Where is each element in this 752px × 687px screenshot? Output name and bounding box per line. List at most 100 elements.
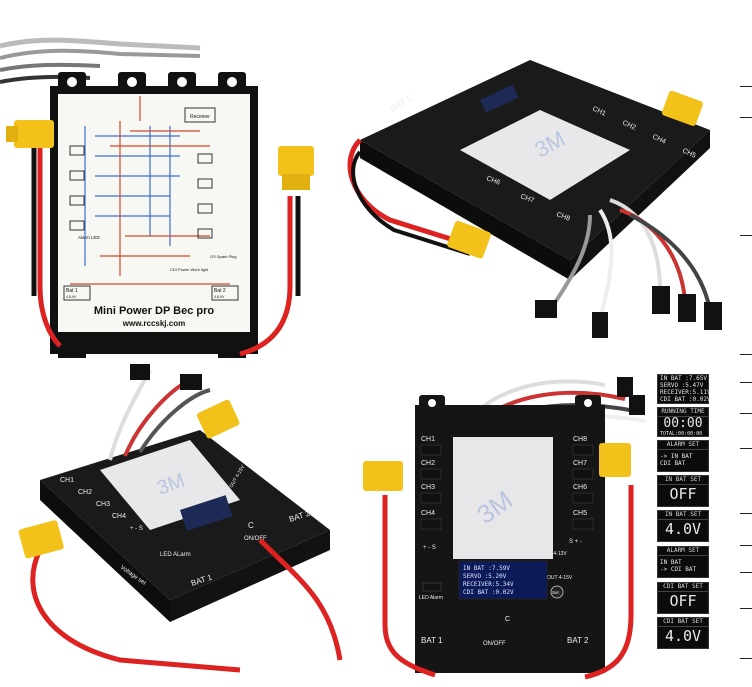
margin-tick: [740, 354, 752, 355]
red-wire: [30, 548, 241, 673]
screen-thumb-cdi-off: CDI BAT SET OFF: [657, 582, 709, 614]
screen-big: 00:00: [663, 416, 703, 431]
screen-thumb-cdi-4v: CDI BAT SET 4.0V: [657, 617, 709, 649]
screen-line: SERVO :5.47V: [660, 382, 704, 389]
c-label: C: [248, 521, 254, 530]
table-board-photo: 3M CH1 CH2 CH3 CH4 + - S LED ALarm Volta…: [18, 364, 343, 673]
on-off-label: ON/OFF: [244, 536, 267, 542]
margin-tick: [740, 608, 752, 609]
screen-header: RUNNING TIME: [658, 408, 708, 417]
lcd-screen: [180, 495, 233, 531]
screen-line: RECEIVER:5.11V: [660, 389, 711, 396]
led-alarm-label: LED ALarm: [160, 552, 191, 558]
lcd-screen: [458, 560, 548, 600]
on-off-label: ON/OFF: [483, 641, 506, 647]
in-label: IN 4-13V: [547, 551, 567, 557]
screen-line: IN BAT :7.65V: [660, 375, 707, 382]
lcd-line: IN BAT :7.59V: [463, 565, 510, 572]
screen-line: IN BAT: [660, 559, 682, 566]
xt60-connector-left: [447, 220, 491, 259]
bat1-label: BAT 1: [421, 636, 443, 645]
margin-tick: [740, 545, 752, 546]
screen-footer: TOTAL:00:00:00: [660, 431, 703, 437]
xt60-connector-right: [239, 146, 314, 357]
channel-label: CH6: [573, 484, 587, 491]
channel-label: CH6: [485, 175, 501, 186]
channel-label: CH3: [96, 501, 110, 508]
xt60-connector-right: [196, 399, 240, 439]
screen-header: IN BAT SET: [658, 511, 708, 520]
xt60-connector-left: [6, 120, 62, 348]
bat1-range: 4.8-9V: [66, 295, 77, 299]
margin-tick: [740, 117, 752, 118]
margin-tick: [740, 86, 752, 87]
angled-board-photo: 3M BAT 2 CH1 CH2 CH4 CH5 CH6 CH7 CH8: [347, 60, 722, 338]
gas-label: GS Spark Plug: [210, 254, 236, 259]
bat2-range: 4.8-9V: [214, 295, 225, 299]
plus-s-left: + - S: [423, 545, 436, 551]
channel-label: CH4: [421, 510, 435, 517]
photo-panel-schematic: Receiver Alarm LED GS Spark Plug CDI Pow…: [0, 36, 328, 358]
front-board-photo: 3M CH1 CH2 CH3 CH4 CH8 CH7 CH6 CH5 + - S…: [363, 377, 646, 680]
cdi-label: CDI Power Work light: [170, 267, 209, 272]
margin-tick: [740, 413, 752, 414]
screen-thumb-in-bat-4v: IN BAT SET 4.0V: [657, 510, 709, 542]
margin-tick: [740, 572, 752, 573]
website-text: www.rccskj.com: [122, 319, 185, 328]
channel-label: CH7: [519, 193, 535, 204]
lcd-line: CDI BAT :0.02V: [463, 589, 514, 596]
bat2-label: Bat 2: [214, 288, 226, 294]
bat2-label: BAT 2: [567, 636, 589, 645]
channel-label: CH1: [60, 477, 74, 484]
screen-header: ALARM SET: [658, 441, 708, 450]
screen-header: CDI BAT SET: [658, 618, 708, 627]
screen-big: 4.0V: [664, 520, 702, 538]
xt60-connector-right: [599, 443, 631, 477]
channel-label: CH2: [78, 489, 92, 496]
channel-label: CH8: [555, 211, 571, 222]
photo-panel-angled-wires: 3M BAT 2 CH1 CH2 CH4 CH5 CH6 CH7 CH8: [330, 40, 740, 360]
set-label: Set: [552, 590, 560, 595]
channel-label: CH2: [421, 460, 435, 467]
receiver-label: Receiver: [190, 114, 210, 120]
set-button[interactable]: [550, 585, 564, 599]
channel-label: CH4: [112, 513, 126, 520]
channel-label: CH3: [421, 484, 435, 491]
margin-tick: [740, 658, 752, 659]
bat2-label: BAT 2: [388, 93, 414, 114]
xt60-connector-left: [18, 520, 64, 559]
screen-thumb-in-bat-off: IN BAT SET OFF: [657, 475, 709, 507]
xt60-connector-right: [661, 90, 703, 126]
margin-tick: [740, 382, 752, 383]
screen-thumb-voltages: IN BAT :7.65V SERVO :5.47V RECEIVER:5.11…: [657, 374, 711, 404]
board-title: Mini Power DP Bec pro: [94, 305, 214, 317]
screen-line: CDI BAT: [660, 460, 686, 467]
screen-big: OFF: [669, 485, 697, 503]
screen-big: OFF: [669, 592, 697, 610]
screen-thumb-timer: RUNNING TIME 00:00 TOTAL:00:00:00: [657, 407, 709, 437]
plus-s-right: S + -: [569, 539, 582, 545]
xt60-connector-left: [363, 461, 403, 491]
channel-label: CH5: [573, 510, 587, 517]
photo-panel-front-view: 3M CH1 CH2 CH3 CH4 CH8 CH7 CH6 CH5 + - S…: [355, 365, 655, 687]
screen-header: ALARM SET: [658, 547, 708, 556]
screen-line: -> CDI BAT: [660, 566, 697, 573]
schematic-board-photo: Receiver Alarm LED GS Spark Plug CDI Pow…: [0, 37, 314, 358]
channel-label: CH1: [421, 436, 435, 443]
screen-line: -> IN BAT: [660, 453, 693, 460]
lcd-line: RECEIVER:5.34V: [463, 581, 514, 588]
led-alarm-label: LED Alarm: [419, 595, 443, 601]
screen-header: IN BAT SET: [658, 476, 708, 485]
channel-label: CH7: [573, 460, 587, 467]
screen-thumb-alarm-cdi: ALARM SET IN BAT -> CDI BAT: [657, 546, 709, 578]
channel-label: CH8: [573, 436, 587, 443]
margin-tick: [740, 235, 752, 236]
alarm-led-label: Alarm LED: [78, 235, 101, 240]
red-wire: [382, 495, 436, 678]
margin-tick: [740, 513, 752, 514]
margin-tick: [740, 448, 752, 449]
screen-thumb-alarm-in: ALARM SET -> IN BAT CDI BAT: [657, 440, 709, 472]
c-label: C: [505, 616, 510, 623]
plus-s-label: + - S: [130, 526, 143, 532]
screen-header: CDI BAT SET: [658, 583, 708, 592]
